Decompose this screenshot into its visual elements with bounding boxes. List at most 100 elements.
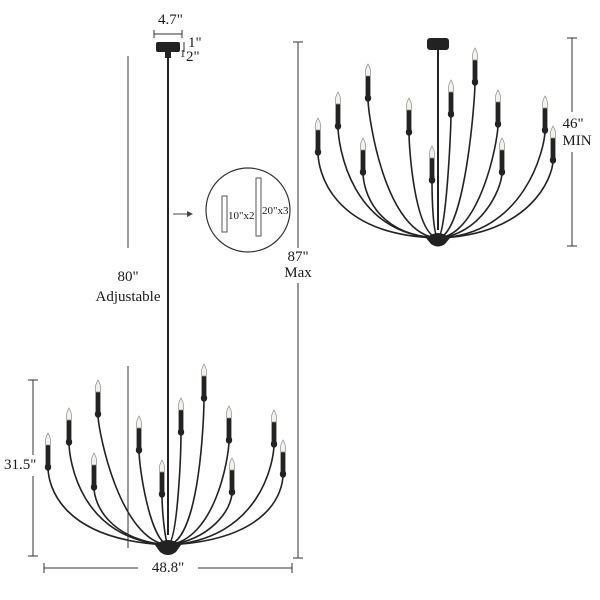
max-height-value: 87" xyxy=(287,249,309,265)
min-height-note: MIN xyxy=(562,133,592,149)
rod-length-note: Adjustable xyxy=(95,289,161,305)
chandelier-arm xyxy=(93,486,169,546)
chandelier-icon xyxy=(44,363,287,546)
chandelier-arm xyxy=(437,123,499,239)
chandelier-arm xyxy=(437,129,546,239)
candle-cup xyxy=(498,168,506,176)
fixture-width-label: 48.8" xyxy=(151,560,185,576)
chandelier-arm xyxy=(167,473,284,546)
candle-cup xyxy=(90,483,98,491)
candle-cup xyxy=(44,463,52,471)
candle-sleeve xyxy=(542,108,548,128)
candle-bulb xyxy=(228,457,236,471)
canopy-height-label: 1" xyxy=(188,35,202,51)
candle-bulb xyxy=(428,145,436,159)
candle-cup xyxy=(447,110,455,118)
candle-bulb xyxy=(359,137,367,151)
candle-sleeve xyxy=(550,138,556,158)
candle-sleeve xyxy=(178,410,184,430)
candle-cup xyxy=(364,94,372,102)
chandelier-arm xyxy=(47,466,169,546)
candle-sleeve xyxy=(472,60,478,80)
candle-sleeve xyxy=(315,130,321,150)
chandelier-arm xyxy=(167,443,275,546)
candle-bulb xyxy=(314,117,322,131)
chandelier-arm xyxy=(167,439,230,546)
base-finial xyxy=(155,540,181,555)
chandelier-arm xyxy=(437,81,476,239)
candle-sleeve xyxy=(499,150,505,170)
chandelier-arm xyxy=(408,131,439,239)
candle-sleeve xyxy=(201,376,207,396)
candle-sleeve xyxy=(335,104,341,124)
candle-bulb xyxy=(334,91,342,105)
candle-bulb xyxy=(541,95,549,109)
candle-cup xyxy=(405,128,413,136)
rod-long-icon xyxy=(255,177,262,237)
chandelier-arm xyxy=(97,413,169,546)
chandelier-arm xyxy=(362,171,439,239)
chandelier-icon xyxy=(314,47,557,239)
candle-sleeve xyxy=(45,445,51,465)
candle-cup xyxy=(359,168,367,176)
candle-cup xyxy=(94,410,102,418)
base-finial-right xyxy=(426,233,450,247)
candle-cup xyxy=(225,436,233,444)
candle-bulb xyxy=(270,409,278,423)
candle-sleeve xyxy=(406,110,412,130)
chandelier-arm xyxy=(167,431,182,546)
candle-bulb xyxy=(405,97,413,111)
candle-bulb xyxy=(498,137,506,151)
chandelier-arm xyxy=(437,171,503,239)
candle-cup xyxy=(334,122,342,130)
candle-sleeve xyxy=(66,420,72,440)
candle-sleeve xyxy=(360,150,366,170)
chandelier-arm xyxy=(437,113,452,239)
candle-sleeve xyxy=(91,465,97,485)
chandelier-arm xyxy=(367,97,439,239)
candle-bulb xyxy=(549,125,557,139)
candle-sleeve xyxy=(95,392,101,412)
max-height-note: Max xyxy=(284,265,312,281)
rod-short-label: 10"x2 xyxy=(228,210,255,222)
candle-bulb xyxy=(177,397,185,411)
canopy-width-label: 4.7" xyxy=(158,12,183,28)
candle-cup xyxy=(228,488,236,496)
candle-sleeve xyxy=(159,472,165,492)
canopy-height-den: 2" xyxy=(186,49,200,65)
candle-cup xyxy=(541,126,549,134)
chandelier-arm xyxy=(317,151,439,239)
candle-bulb xyxy=(65,407,73,421)
canopy xyxy=(156,42,180,52)
candle-bulb xyxy=(44,432,52,446)
candle-bulb xyxy=(447,79,455,93)
candle-sleeve xyxy=(136,428,142,448)
candle-bulb xyxy=(225,405,233,419)
candle-bulb xyxy=(364,63,372,77)
candle-cup xyxy=(158,490,166,498)
min-height-value: 46" xyxy=(562,116,584,132)
canopy-right xyxy=(427,38,449,50)
candle-bulb xyxy=(279,439,287,453)
candle-bulb xyxy=(135,415,143,429)
candle-sleeve xyxy=(280,452,286,472)
candle-cup xyxy=(549,156,557,164)
candle-sleeve xyxy=(365,76,371,96)
candle-sleeve xyxy=(229,470,235,490)
candle-cup xyxy=(200,394,208,402)
candle-bulb xyxy=(94,379,102,393)
candle-bulb xyxy=(471,47,479,61)
candle-bulb xyxy=(90,452,98,466)
candle-cup xyxy=(314,148,322,156)
chandelier-arm xyxy=(167,397,205,546)
rod-length-value: 80" xyxy=(117,269,139,285)
rod-short-icon xyxy=(221,195,228,233)
candle-bulb xyxy=(200,363,208,377)
candle-cup xyxy=(270,440,278,448)
candle-sleeve xyxy=(226,418,232,438)
candle-cup xyxy=(279,470,287,478)
candle-bulb xyxy=(158,459,166,473)
canopy-height-num: 1 xyxy=(180,48,186,60)
